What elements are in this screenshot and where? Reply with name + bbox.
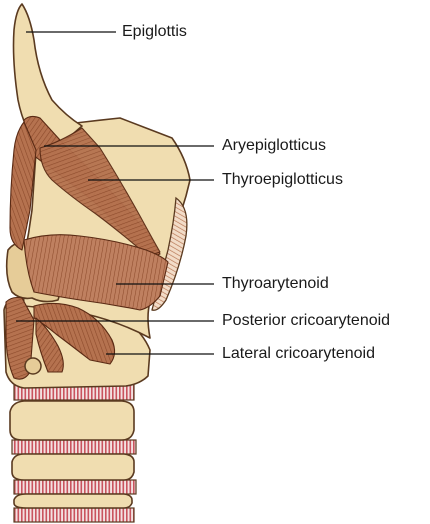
lateral-cricoarytenoid-muscle <box>33 302 116 365</box>
thyroarytenoid-muscle <box>23 234 169 311</box>
aryepiglottic-fold-muscle <box>9 121 37 251</box>
tracheal-ring-3 <box>13 493 133 509</box>
tracheal-membrane-3 <box>13 479 137 495</box>
label-posterior-cricoarytenoid: Posterior cricoarytenoid <box>222 312 391 329</box>
label-thyroepiglotticus: Thyroepiglotticus <box>222 171 343 188</box>
trachea <box>9 383 137 523</box>
cricothyroid-joint-facet <box>24 357 42 375</box>
tracheal-ring-2 <box>11 453 135 481</box>
posterior-cricoarytenoid-muscle <box>5 296 35 380</box>
label-thyroarytenoid: Thyroarytenoid <box>222 275 329 292</box>
label-lateral-cricoarytenoid: Lateral cricoarytenoid <box>222 345 375 362</box>
tracheal-ring-1 <box>9 400 135 441</box>
tracheal-membrane-2 <box>11 439 137 455</box>
label-epiglottis: Epiglottis <box>122 23 187 40</box>
label-aryepiglotticus: Aryepiglotticus <box>222 137 327 154</box>
tracheal-membrane-4 <box>13 507 135 523</box>
cricothyroid-fan-muscle <box>35 317 64 373</box>
thyroepiglotticus-muscle <box>39 127 161 257</box>
